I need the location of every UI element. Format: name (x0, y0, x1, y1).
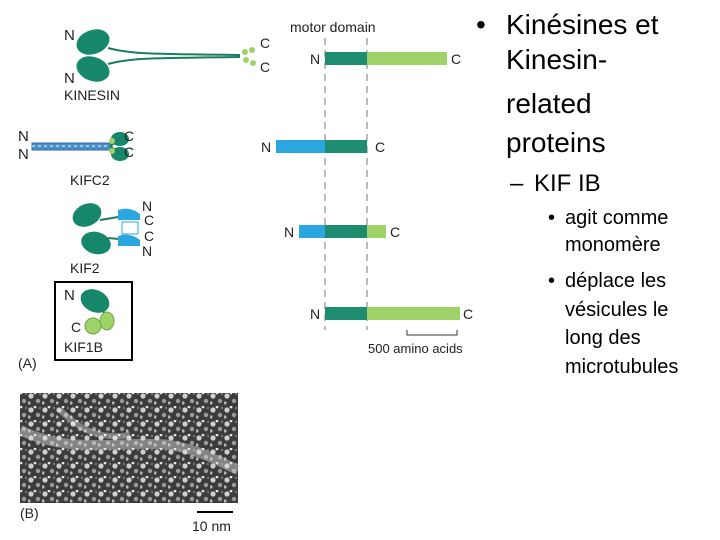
kif2-c-label: C (144, 212, 154, 228)
kifc2-c-label-2: C (124, 144, 134, 160)
kinesin-head-1 (76, 29, 110, 55)
micrograph (17, 393, 240, 503)
kifc2-n-label-2: N (18, 146, 29, 163)
bar-1-c-label: C (451, 51, 461, 67)
kif1b-c-label: C (71, 319, 81, 335)
kif1b-name: KIF1B (64, 339, 103, 355)
kif2-molecule: N C C N KIF2 (70, 198, 154, 276)
kif1b-highlight-box (54, 281, 133, 361)
panel-b-label: (B) (20, 505, 39, 521)
motor-domain-label: motor domain (290, 19, 376, 35)
kif1b-bar: N C (310, 306, 473, 322)
kifc2-n-label: N (18, 128, 29, 145)
bar-2-n-label: N (261, 139, 271, 155)
kinesin-c-label: C (260, 35, 270, 51)
bar-2-c-label: C (375, 139, 385, 155)
kif2-n-label-2: N (142, 243, 152, 259)
kif1b-n-label: N (64, 287, 75, 304)
kinesin-name: KINESIN (64, 87, 120, 103)
scale-bar-10nm: 10 nm (192, 511, 233, 534)
kifc2-c-label: C (124, 128, 134, 144)
kif2-n-label: N (142, 198, 152, 214)
bar-1-n-label: N (310, 51, 320, 67)
bar-3-n-label: N (284, 224, 294, 240)
kif2-name: KIF2 (70, 260, 100, 276)
scale-500aa-label: 500 amino acids (368, 341, 463, 356)
kinesin-c-label-2: C (260, 59, 270, 75)
panel-a-label: (A) (18, 355, 37, 371)
bar-4-n-label: N (310, 306, 320, 322)
scale-10nm-label: 10 nm (192, 518, 231, 534)
kinesin-bar: N C (310, 51, 461, 67)
kifc2-bar: N C (261, 139, 385, 155)
kif2-c-label-2: C (144, 228, 154, 244)
kinesin-n-label-2: N (64, 70, 75, 87)
kifc2-molecule: N N C C KIFC2 (18, 128, 134, 188)
kif1b-molecule: N C KIF1B (54, 281, 133, 361)
bar-3-c-label: C (390, 224, 400, 240)
bar-4-c-label: C (463, 306, 473, 322)
kif2-bar: N C (284, 224, 400, 240)
kifc2-name: KIFC2 (70, 172, 110, 188)
kinesin-molecule: N N C C KINESIN (64, 27, 270, 103)
em-image (20, 393, 238, 503)
kinesin-head-2 (76, 56, 110, 82)
scale-bar-500aa: 500 amino acids (368, 330, 463, 356)
kinesin-n-label: N (64, 27, 75, 44)
